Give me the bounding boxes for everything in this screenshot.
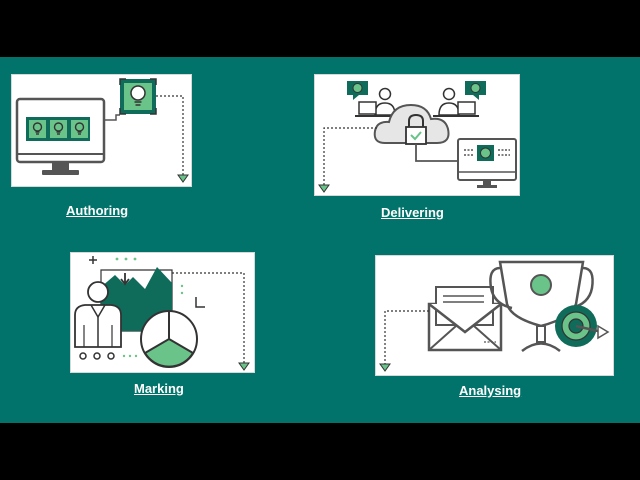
pie-chart-icon [140,310,198,368]
envelope-icon [427,286,503,352]
marking-card[interactable] [70,252,255,373]
person-icon [74,281,122,348]
lightbulb-icon [119,78,157,115]
lock-icon [405,113,427,145]
slide-background: Authoring [0,57,640,423]
delivering-label[interactable]: Delivering [381,205,444,220]
analysing-illustration [379,260,610,372]
delivering-card[interactable] [314,74,520,196]
delivering-illustration [318,81,517,193]
cloud-icon [373,103,450,144]
trophy-icon [489,260,594,352]
user-left-icon [347,81,401,117]
authoring-card[interactable] [11,74,192,187]
analysing-label[interactable]: Analysing [459,383,522,398]
monitor-icon [457,138,517,188]
user-right-icon [433,81,486,117]
authoring-illustration [15,78,189,183]
authoring-label[interactable]: Authoring [66,203,129,218]
analysing-card[interactable] [375,255,614,376]
monitor-icon [15,97,106,175]
marking-label[interactable]: Marking [134,381,184,396]
target-icon [555,305,610,347]
marking-illustration [74,256,250,371]
